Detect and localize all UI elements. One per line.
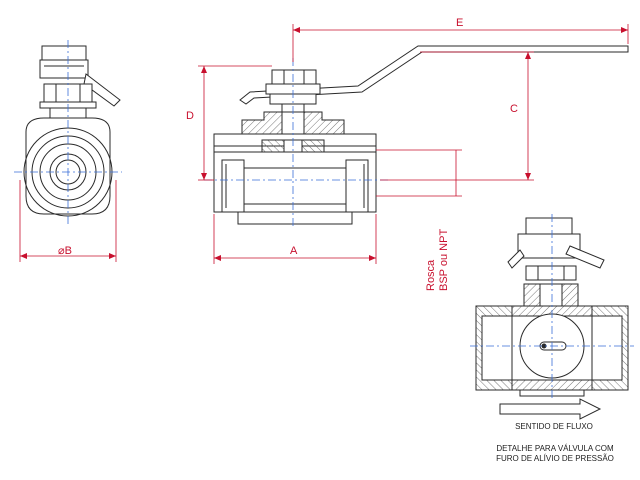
detail-view — [475, 217, 629, 397]
dim-a-label: A — [290, 245, 298, 257]
section-view — [213, 45, 629, 225]
dim-lines-middle — [198, 24, 629, 264]
detail-centerlines — [470, 214, 634, 398]
thread-note-line1: Rosca — [425, 259, 437, 291]
dim-b-line — [19, 180, 117, 262]
diameter-symbol: ⌀ — [58, 245, 65, 257]
dim-d-label: D — [186, 110, 194, 122]
detail-caption-line2: FURO DE ALÍVIO DE PRESSÃO — [496, 454, 614, 463]
flow-label: SENTIDO DE FLUXO — [515, 422, 593, 431]
end-view — [23, 45, 121, 217]
flow-arrow-icon — [499, 398, 602, 420]
thread-note: Rosca BSP ou NPT — [425, 201, 453, 291]
end-view-centerlines — [14, 40, 122, 226]
dim-b-text: B — [64, 245, 72, 257]
thread-note-line2: BSP ou NPT — [438, 228, 450, 291]
dim-e-label: E — [456, 17, 464, 29]
detail-caption: DETALHE PARA VÁLVULA COM FURO DE ALÍVIO … — [470, 444, 640, 464]
dim-b-label: ⌀B — [58, 244, 72, 257]
section-centerlines — [204, 58, 388, 226]
detail-caption-line1: DETALHE PARA VÁLVULA COM — [496, 444, 614, 453]
dim-c-label: C — [510, 103, 518, 115]
